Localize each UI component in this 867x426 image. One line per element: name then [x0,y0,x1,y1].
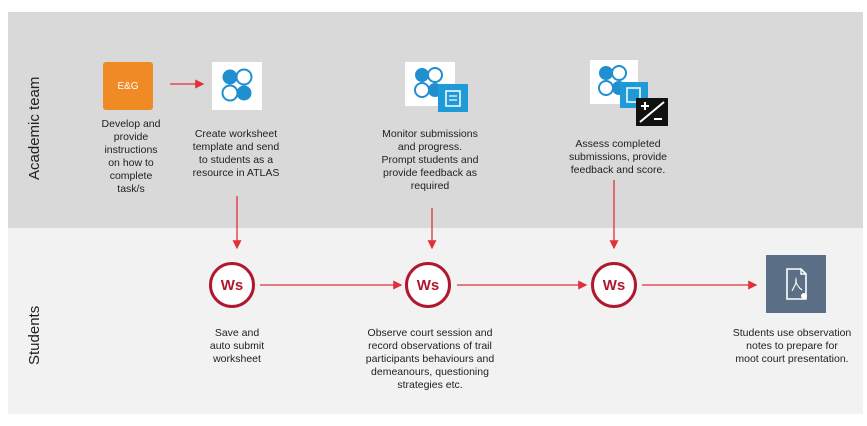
monitor-submissions-text: Monitor submissions and progress. Prompt… [381,128,479,192]
worksheet-node-1: Ws [209,262,255,308]
ws-label: Ws [220,276,244,294]
save-submit-text: Save and auto submit worksheet [209,327,265,365]
worksheet-template-icon [212,62,262,110]
use-notes-text: Students use observation notes to prepar… [732,327,852,365]
create-worksheet-text: Create worksheet template and send to st… [192,128,280,179]
assess-submissions-icon [590,60,670,128]
academic-team-lane [8,12,863,228]
students-lane [8,228,863,414]
ws-label: Ws [416,276,440,294]
students-label: Students [26,305,43,365]
orange-tile-text: E&G [117,80,139,92]
observe-court-text: Observe court session and record observa… [365,327,495,391]
academic-team-label: Academic team [26,76,43,180]
document-icon [766,255,826,313]
assess-submissions-text: Assess completed submissions, provide fe… [568,138,668,176]
monitor-submissions-icon [405,62,471,114]
worksheet-node-2: Ws [405,262,451,308]
develop-instructions-text: Develop and provide instructions on how … [101,118,161,195]
orange-tile-icon: E&G [103,62,153,110]
worksheet-node-3: Ws [591,262,637,308]
ws-label: Ws [602,276,626,294]
